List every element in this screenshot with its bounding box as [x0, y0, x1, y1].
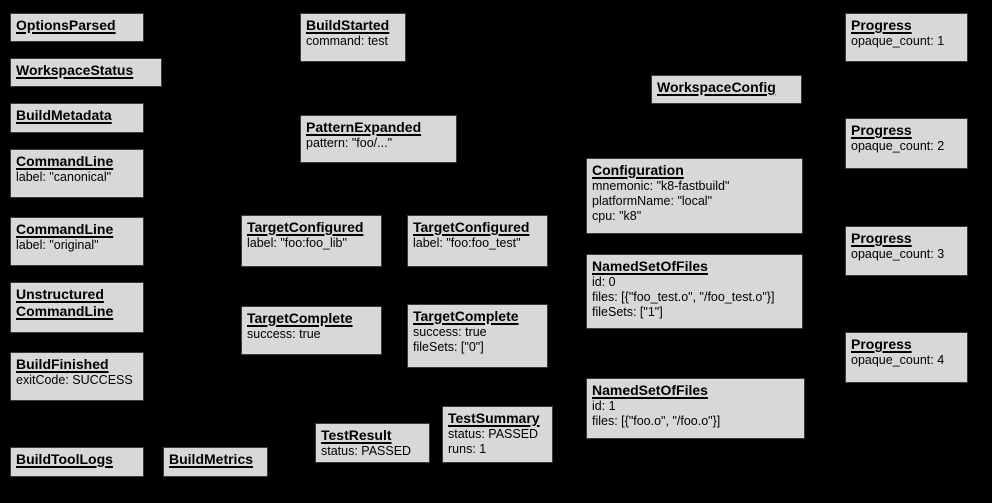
node-attribute-line: runs: 1	[448, 442, 487, 456]
node-attribute-line: id: 0	[592, 275, 616, 289]
node-attribute-line: status: PASSED	[448, 427, 539, 441]
node-title: BuildMetadata	[16, 107, 112, 123]
node-attribute-line: label: "foo:foo_test"	[413, 236, 521, 250]
node-attribute-line: fileSets: ["0"]	[413, 340, 484, 354]
node-title: WorkspaceStatus	[16, 62, 134, 78]
diagram-node-workspace-config: WorkspaceConfig	[651, 75, 802, 104]
diagram-node-unstructured-command-line: Unstructured CommandLine	[10, 282, 144, 333]
node-attribute-line: success: true	[247, 327, 321, 341]
node-title: TargetConfigured	[247, 219, 364, 235]
node-title: Progress	[851, 336, 912, 352]
node-title: NamedSetOfFiles	[592, 382, 708, 398]
node-attribute-line: opaque_count: 1	[851, 34, 945, 48]
node-attribute-line: exitCode: SUCCESS	[16, 373, 133, 387]
node-title: WorkspaceConfig	[657, 79, 776, 95]
node-attribute-line: opaque_count: 3	[851, 247, 945, 261]
node-attribute-line: files: [{"foo_test.o", "/foo_test.o"}]	[592, 290, 775, 304]
node-title: BuildStarted	[306, 17, 390, 33]
node-attribute-line: status: PASSED	[321, 444, 412, 458]
node-title: Unstructured CommandLine	[16, 286, 114, 319]
node-title: Progress	[851, 122, 912, 138]
node-title: PatternExpanded	[306, 119, 422, 135]
node-attribute-line: opaque_count: 2	[851, 139, 945, 153]
node-attribute-line: fileSets: ["1"]	[592, 305, 663, 319]
node-title: BuildFinished	[16, 356, 109, 372]
node-attribute-line: cpu: "k8"	[592, 209, 642, 223]
node-title: TargetComplete	[247, 310, 353, 326]
node-title: TestSummary	[448, 410, 540, 426]
node-title: TargetConfigured	[413, 219, 530, 235]
node-title: TestResult	[321, 427, 392, 443]
node-title: Progress	[851, 17, 912, 33]
node-title: OptionsParsed	[16, 17, 116, 33]
node-title: NamedSetOfFiles	[592, 258, 708, 274]
node-attribute-line: mnemonic: "k8-fastbuild"	[592, 179, 730, 193]
node-title: Configuration	[592, 162, 684, 178]
node-attribute-line: files: [{"foo.o", "/foo.o"}]	[592, 414, 721, 428]
node-title: BuildMetrics	[169, 451, 254, 467]
diagram-node-build-metrics: BuildMetrics	[163, 447, 268, 477]
node-attribute-line: label: "original"	[16, 238, 99, 252]
node-attribute-line: label: "foo:foo_lib"	[247, 236, 347, 250]
node-title: BuildToolLogs	[16, 451, 113, 467]
node-attribute-line: label: "canonical"	[16, 170, 112, 184]
diagram-node-workspace-status: WorkspaceStatus	[10, 58, 162, 87]
node-title: Progress	[851, 230, 912, 246]
diagram-node-build-metadata: BuildMetadata	[10, 103, 144, 133]
diagram-node-options-parsed: OptionsParsed	[10, 13, 144, 42]
node-attribute-line: platformName: "local"	[592, 194, 713, 208]
node-attribute-line: id: 1	[592, 399, 616, 413]
node-attribute-line: opaque_count: 4	[851, 353, 945, 367]
node-title: CommandLine	[16, 153, 114, 169]
node-attribute-line: command: test	[306, 34, 388, 48]
diagram-node-build-tool-logs: BuildToolLogs	[10, 447, 144, 477]
node-attribute-line: success: true	[413, 325, 487, 339]
node-title: TargetComplete	[413, 308, 519, 324]
node-title: CommandLine	[16, 221, 114, 237]
node-attribute-line: pattern: "foo/..."	[306, 136, 393, 150]
